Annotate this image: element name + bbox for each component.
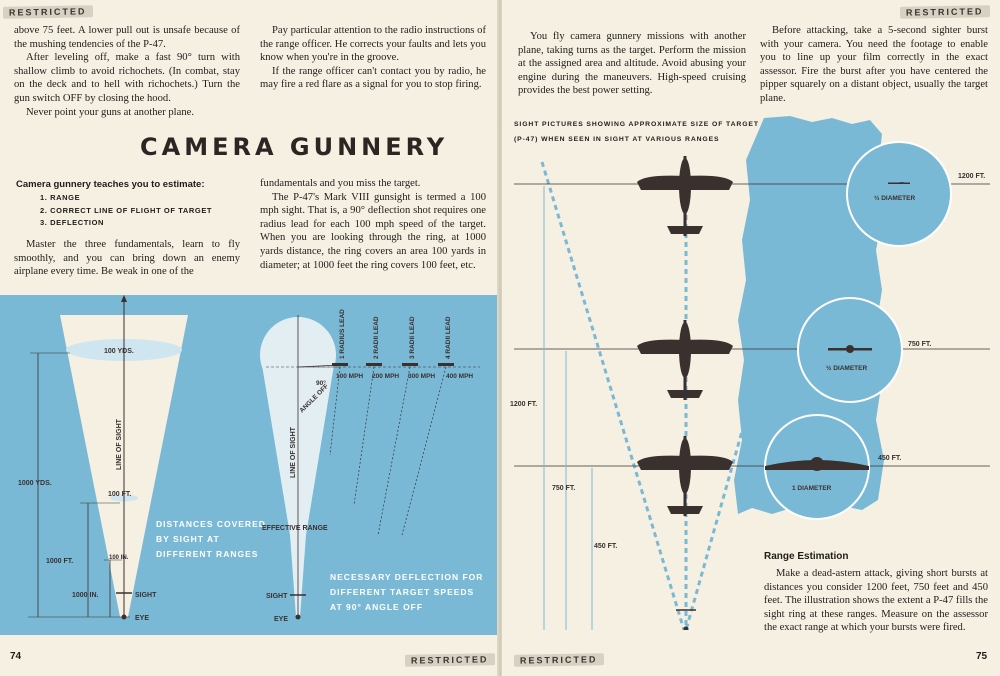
left-col2-mid-text: fundamentals and you miss the target. Th… bbox=[260, 177, 486, 272]
diameter-label: ⅓ DIAMETER bbox=[874, 195, 915, 202]
label-sight: SIGHT bbox=[135, 592, 157, 599]
diameter-label: 1 DIAMETER bbox=[792, 485, 832, 492]
p47-plane-icon bbox=[637, 156, 733, 236]
heading-line: (P-47) WHEN SEEN IN SIGHT AT VARIOUS RAN… bbox=[514, 136, 720, 143]
range-450-left: 450 FT. bbox=[594, 543, 617, 550]
paragraph: Never point your guns at another plane. bbox=[26, 106, 194, 118]
range-1200-left: 1200 FT. bbox=[510, 401, 537, 408]
right-col1-top-text: You fly camera gunnery missions with ano… bbox=[518, 30, 746, 98]
paragraph: Make a dead-astern attack, giving short … bbox=[764, 568, 988, 634]
label-1000-ft: 1000 FT. bbox=[46, 558, 73, 565]
label-1000-yds: 1000 YDS. bbox=[18, 480, 52, 487]
plane-icon bbox=[332, 363, 348, 366]
paragraph: above 75 feet. A lower pull out is unsaf… bbox=[14, 25, 240, 50]
left-col2-top-text: Pay particular attention to the radio in… bbox=[260, 24, 486, 92]
left-page: RESTRICTED above 75 feet. A lower pull o… bbox=[0, 0, 498, 676]
label-100-ft: 100 FT. bbox=[108, 491, 131, 498]
label-1000-in: 1000 IN. bbox=[72, 592, 99, 599]
paragraph: After leveling off, make a fast 90° turn… bbox=[14, 52, 240, 104]
book-gutter bbox=[497, 0, 503, 676]
range-estimation-text: Make a dead-astern attack, giving short … bbox=[764, 567, 988, 635]
sight-ring-1200: ⅓ DIAMETER bbox=[846, 141, 952, 247]
sight-pictures-diagram: 1200 FT. 750 FT. 450 FT. bbox=[510, 116, 990, 630]
page-number: 75 bbox=[976, 651, 988, 662]
range-1200-right: 1200 FT. bbox=[958, 173, 985, 180]
list-item: 3. DEFLECTION bbox=[40, 218, 105, 227]
lead-label: 4 RADII LEAD bbox=[445, 316, 452, 359]
speed-label: 300 MPH bbox=[408, 373, 435, 380]
label-100-yds: 100 YDS. bbox=[104, 348, 134, 355]
heading-line: SIGHT PICTURES SHOWING APPROXIMATE SIZE … bbox=[514, 121, 759, 128]
right-page: RESTRICTED You fly camera gunnery missio… bbox=[502, 0, 1000, 676]
eye-dot bbox=[121, 614, 127, 620]
range-750-left: 750 FT. bbox=[552, 485, 575, 492]
plane-icon bbox=[438, 363, 454, 366]
page-number: 74 bbox=[10, 651, 22, 662]
effective-range-label: EFFECTIVE RANGE bbox=[262, 525, 328, 532]
paragraph: If the range officer can't contact you b… bbox=[260, 65, 486, 91]
restricted-stamp-top-left: RESTRICTED bbox=[2, 5, 93, 19]
range-estimation-heading: Range Estimation bbox=[764, 551, 849, 562]
caption-line: DISTANCES COVERED bbox=[156, 519, 266, 529]
range-450-right: 450 FT. bbox=[878, 455, 901, 462]
left-col1-top-text: above 75 feet. A lower pull out is unsaf… bbox=[14, 24, 240, 119]
p47-plane-icon bbox=[637, 436, 733, 516]
speed-label: 400 MPH bbox=[446, 373, 473, 380]
plane-icon bbox=[402, 363, 418, 366]
teach-heading: Camera gunnery teaches you to estimate: bbox=[16, 179, 205, 190]
page-title: CAMERA GUNNERY bbox=[140, 133, 449, 161]
label-eye: EYE bbox=[274, 616, 288, 623]
paragraph: The P-47's Mark VIII gunsight is termed … bbox=[260, 191, 486, 271]
left-col1-mid-text: Master the three fundamentals, learn to … bbox=[14, 238, 240, 279]
caption-line: AT 90° ANGLE OFF bbox=[330, 602, 423, 612]
line-of-sight-label: LINE OF SIGHT bbox=[290, 426, 297, 478]
p47-plane-icon bbox=[637, 320, 733, 400]
label-sight: SIGHT bbox=[266, 593, 288, 600]
lead-label: 1 RADIUS LEAD bbox=[339, 309, 346, 359]
label-line-of-sight: LINE OF SIGHT bbox=[116, 418, 123, 470]
label-100-in: 100 IN. bbox=[109, 555, 129, 561]
teach-list: 1. RANGE 2. CORRECT LINE OF FLIGHT OF TA… bbox=[40, 192, 212, 230]
label-eye: EYE bbox=[135, 615, 149, 622]
sight-ring-450: 1 DIAMETER bbox=[764, 414, 870, 520]
list-item: 1. RANGE bbox=[40, 193, 81, 202]
eye-dot bbox=[295, 614, 301, 620]
caption-line: NECESSARY DEFLECTION FOR bbox=[330, 572, 483, 582]
gunnery-diagrams: 100 YDS. 100 FT. 100 IN. LINE OF SIGHT 1… bbox=[0, 295, 498, 635]
diagram-heading: SIGHT PICTURES SHOWING APPROXIMATE SIZE … bbox=[514, 117, 759, 147]
caption-line: DIFFERENT TARGET SPEEDS bbox=[330, 587, 474, 597]
caption-line: DIFFERENT RANGES bbox=[156, 549, 258, 559]
restricted-stamp-top-right: RESTRICTED bbox=[899, 5, 990, 19]
restricted-stamp-bottom: RESTRICTED bbox=[513, 653, 604, 667]
blue-background bbox=[734, 116, 884, 514]
plane-icon bbox=[366, 363, 382, 366]
sight-ring-750: ½ DIAMETER bbox=[797, 297, 903, 403]
range-750-right: 750 FT. bbox=[908, 341, 931, 348]
restricted-stamp-bottom: RESTRICTED bbox=[404, 653, 495, 667]
lead-label: 2 RADII LEAD bbox=[373, 316, 380, 359]
paragraph: Pay particular attention to the radio in… bbox=[260, 25, 486, 64]
paragraph: fundamentals and you miss the target. bbox=[260, 178, 421, 189]
right-col2-top-text: Before attacking, take a 5-second sighte… bbox=[760, 24, 988, 106]
speed-label: 200 MPH bbox=[372, 373, 399, 380]
paragraph: Master the three fundamentals, learn to … bbox=[14, 239, 240, 278]
list-item: 2. CORRECT LINE OF FLIGHT OF TARGET bbox=[40, 205, 213, 215]
speed-label: 100 MPH bbox=[336, 373, 363, 380]
angle-value: 90° bbox=[316, 379, 326, 387]
lead-label: 3 RADII LEAD bbox=[409, 316, 416, 359]
paragraph: You fly camera gunnery missions with ano… bbox=[518, 31, 746, 97]
diameter-label: ½ DIAMETER bbox=[826, 364, 867, 372]
eye-dot bbox=[683, 626, 689, 630]
caption-line: BY SIGHT AT bbox=[156, 534, 220, 544]
paragraph: Before attacking, take a 5-second sighte… bbox=[760, 25, 988, 104]
